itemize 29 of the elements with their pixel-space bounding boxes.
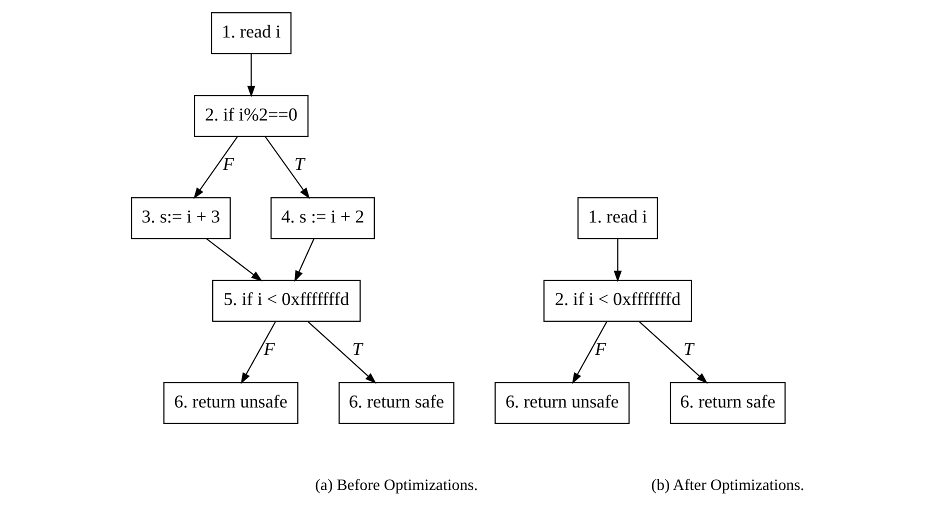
arrow: [294, 238, 314, 282]
edge-label: F: [264, 339, 275, 360]
edge-label: F: [222, 154, 234, 174]
edge-label: T: [352, 339, 362, 360]
edge-label: F: [595, 339, 606, 360]
arrow: [572, 322, 608, 384]
node-box: 2. if i%2==0: [194, 94, 309, 137]
arrow: [264, 136, 310, 199]
node-box: 6. return safe: [338, 382, 454, 424]
arrow: [247, 54, 256, 98]
arrow: [308, 321, 376, 384]
node-box: 5. if i < 0xfffffffd: [212, 280, 361, 322]
node-box: 6. return unsafe: [163, 382, 298, 424]
arrow: [240, 322, 276, 384]
arrow: [614, 238, 622, 282]
node-box: 3. s:= i + 3: [130, 197, 231, 240]
arrow: [639, 321, 708, 384]
node-box: 1. read i: [210, 12, 292, 54]
node-box: 1. read i: [577, 197, 658, 240]
label: (a) Before Optimizations.: [315, 477, 478, 494]
node-box: 6. return unsafe: [494, 382, 630, 424]
node-box: 6. return safe: [670, 382, 786, 424]
arrow: [206, 238, 262, 282]
label: (b) After Optimizations.: [651, 477, 804, 494]
node-box: 2. if i < 0xfffffffd: [543, 280, 692, 322]
node-box: 4. s := i + 2: [270, 197, 375, 240]
arrow: [194, 136, 238, 200]
edge-label: T: [294, 154, 304, 174]
edge-label: T: [684, 339, 694, 360]
